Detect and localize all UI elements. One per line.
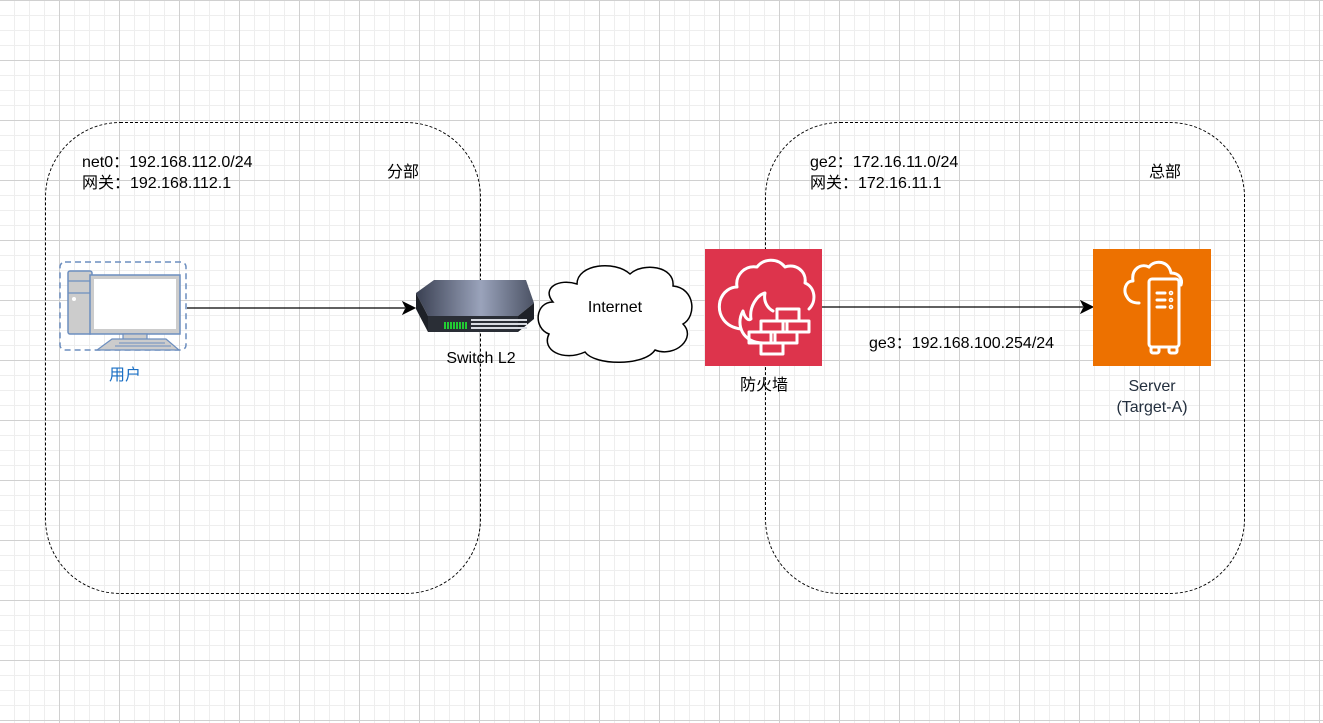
edge-ge3-label: ge3：192.168.100.254/24 (869, 335, 1055, 352)
switch-label: Switch L2 (446, 350, 516, 367)
hq-title: 总部 (1149, 164, 1182, 181)
cloud-server-icon (1123, 260, 1183, 355)
firewall-label: 防火墙 (739, 377, 789, 394)
switch-node[interactable] (414, 274, 536, 336)
internet-node[interactable]: Internet (535, 258, 700, 363)
user-label: 用户 (108, 367, 142, 384)
hq-net-label: ge2：172.16.11.0/24 (810, 154, 959, 171)
branch-group-box[interactable] (45, 122, 481, 594)
user-node[interactable] (59, 261, 187, 351)
branch-net-label: net0：192.168.112.0/24 (82, 154, 253, 171)
cloud-icon (537, 265, 693, 363)
hq-gateway-label: 网关：172.16.11.1 (810, 175, 942, 192)
firewall-icon (717, 258, 816, 356)
firewall-node[interactable] (705, 249, 822, 366)
network-switch-icon (416, 280, 534, 332)
branch-gateway-label: 网关：192.168.112.1 (82, 175, 232, 192)
server-node[interactable] (1093, 249, 1211, 366)
server-label-line1: Server (1128, 378, 1176, 395)
internet-label: Internet (587, 299, 643, 316)
desktop-computer-icon (59, 261, 187, 351)
server-label-line2: (Target-A) (1116, 399, 1188, 416)
branch-title: 分部 (387, 164, 420, 181)
